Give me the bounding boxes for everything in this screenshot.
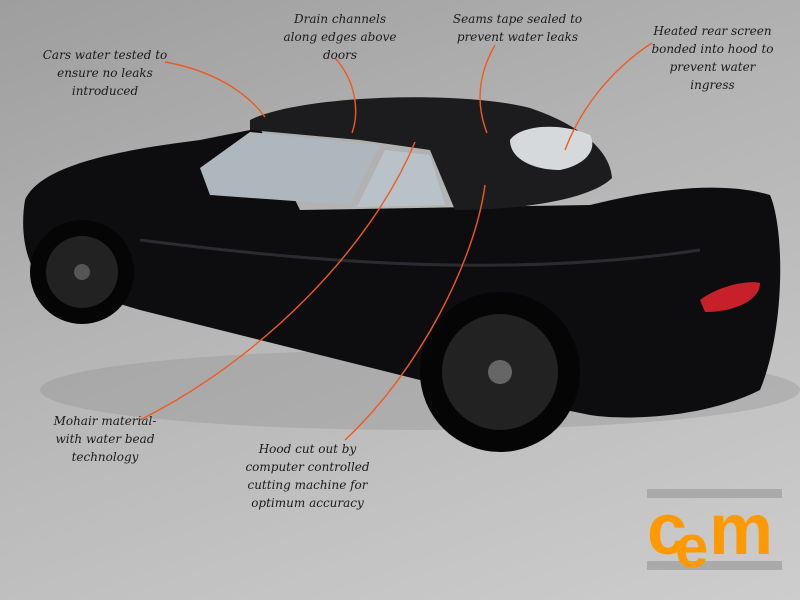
front-wheel bbox=[30, 220, 134, 324]
arrow-drain-channels bbox=[334, 57, 357, 134]
annotation-hood-cut: Hood cut out by computer controlled cutt… bbox=[245, 442, 370, 510]
tail-light bbox=[700, 282, 760, 312]
arrow-hood-cut bbox=[344, 184, 486, 441]
svg-text:m: m bbox=[709, 490, 773, 570]
annotation-drain-channels: Drain channels along edges above doors bbox=[283, 12, 397, 62]
rear-side-window bbox=[357, 150, 445, 207]
arrow-seams-tape bbox=[479, 44, 496, 134]
svg-text:e: e bbox=[675, 513, 708, 579]
annotation-heated-screen: Heated rear screen bonded into hood to p… bbox=[651, 24, 774, 92]
arrow-mohair bbox=[139, 141, 416, 421]
cem-logo: c e m bbox=[647, 489, 782, 579]
arrow-water-tested bbox=[164, 61, 266, 118]
annotation-water-tested: Cars water tested to ensure no leaks int… bbox=[42, 48, 168, 98]
side-window bbox=[200, 132, 380, 205]
arrow-heated-screen bbox=[564, 42, 653, 151]
annotation-mohair: Mohair material- with water bead technol… bbox=[53, 414, 157, 464]
rear-screen bbox=[510, 126, 593, 170]
soft-top-hood bbox=[250, 97, 612, 210]
car-body bbox=[23, 128, 781, 418]
rear-wheel bbox=[420, 292, 580, 452]
body-highlight bbox=[139, 238, 701, 267]
annotation-arrows bbox=[139, 42, 653, 441]
annotation-seams-tape: Seams tape sealed to prevent water leaks bbox=[452, 12, 583, 44]
